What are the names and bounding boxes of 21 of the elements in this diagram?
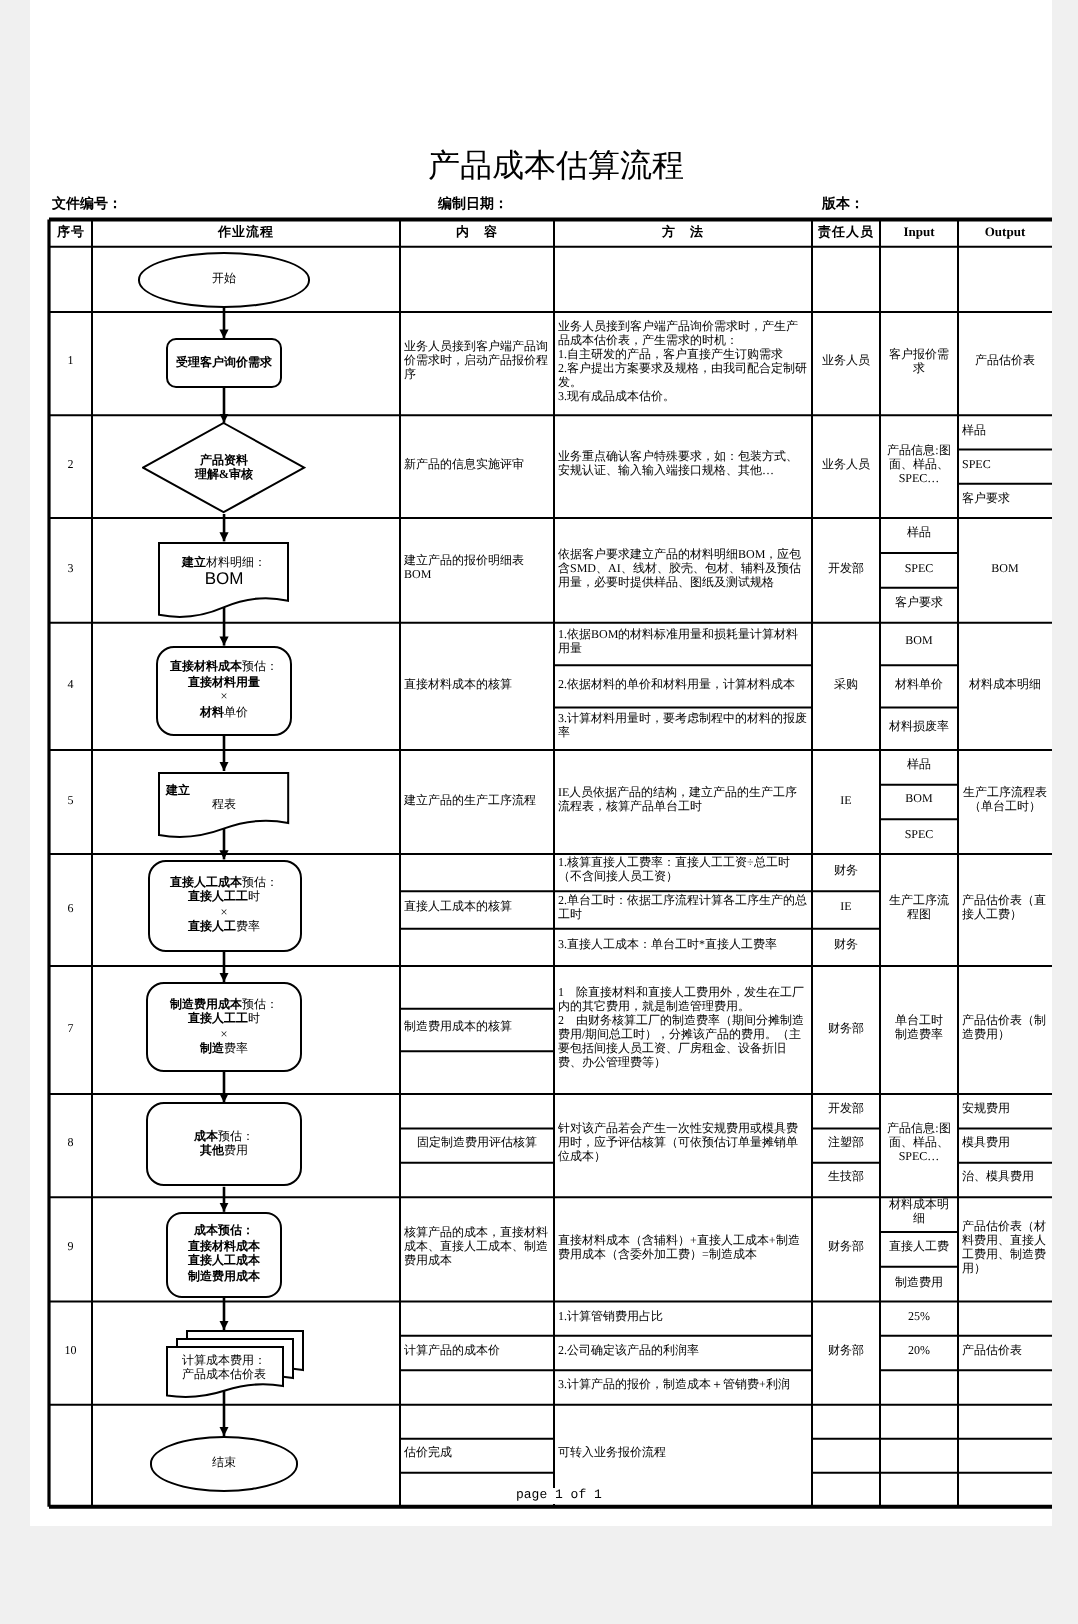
- arrow: [219, 735, 229, 771]
- process-box: [166, 1211, 282, 1298]
- arrow: [219, 1297, 229, 1330]
- arrow: [219, 827, 229, 860]
- decision-diamond: [142, 422, 306, 514]
- multi-document-shape: [165, 1330, 303, 1398]
- process-box: [147, 859, 301, 952]
- process-box: [155, 645, 293, 736]
- process-box: [146, 982, 302, 1072]
- process-box: [166, 338, 282, 388]
- arrow: [219, 514, 229, 542]
- arrow: [219, 307, 229, 339]
- step-text: BOM: [204, 570, 244, 590]
- arrow: [219, 388, 229, 423]
- arrow: [219, 952, 229, 982]
- arrow: [219, 1186, 229, 1212]
- process-box: [146, 1102, 302, 1187]
- arrow: [219, 606, 229, 646]
- title: 产品成本估算流程: [428, 148, 684, 186]
- arrow: [219, 1390, 229, 1436]
- arrow: [219, 1072, 229, 1103]
